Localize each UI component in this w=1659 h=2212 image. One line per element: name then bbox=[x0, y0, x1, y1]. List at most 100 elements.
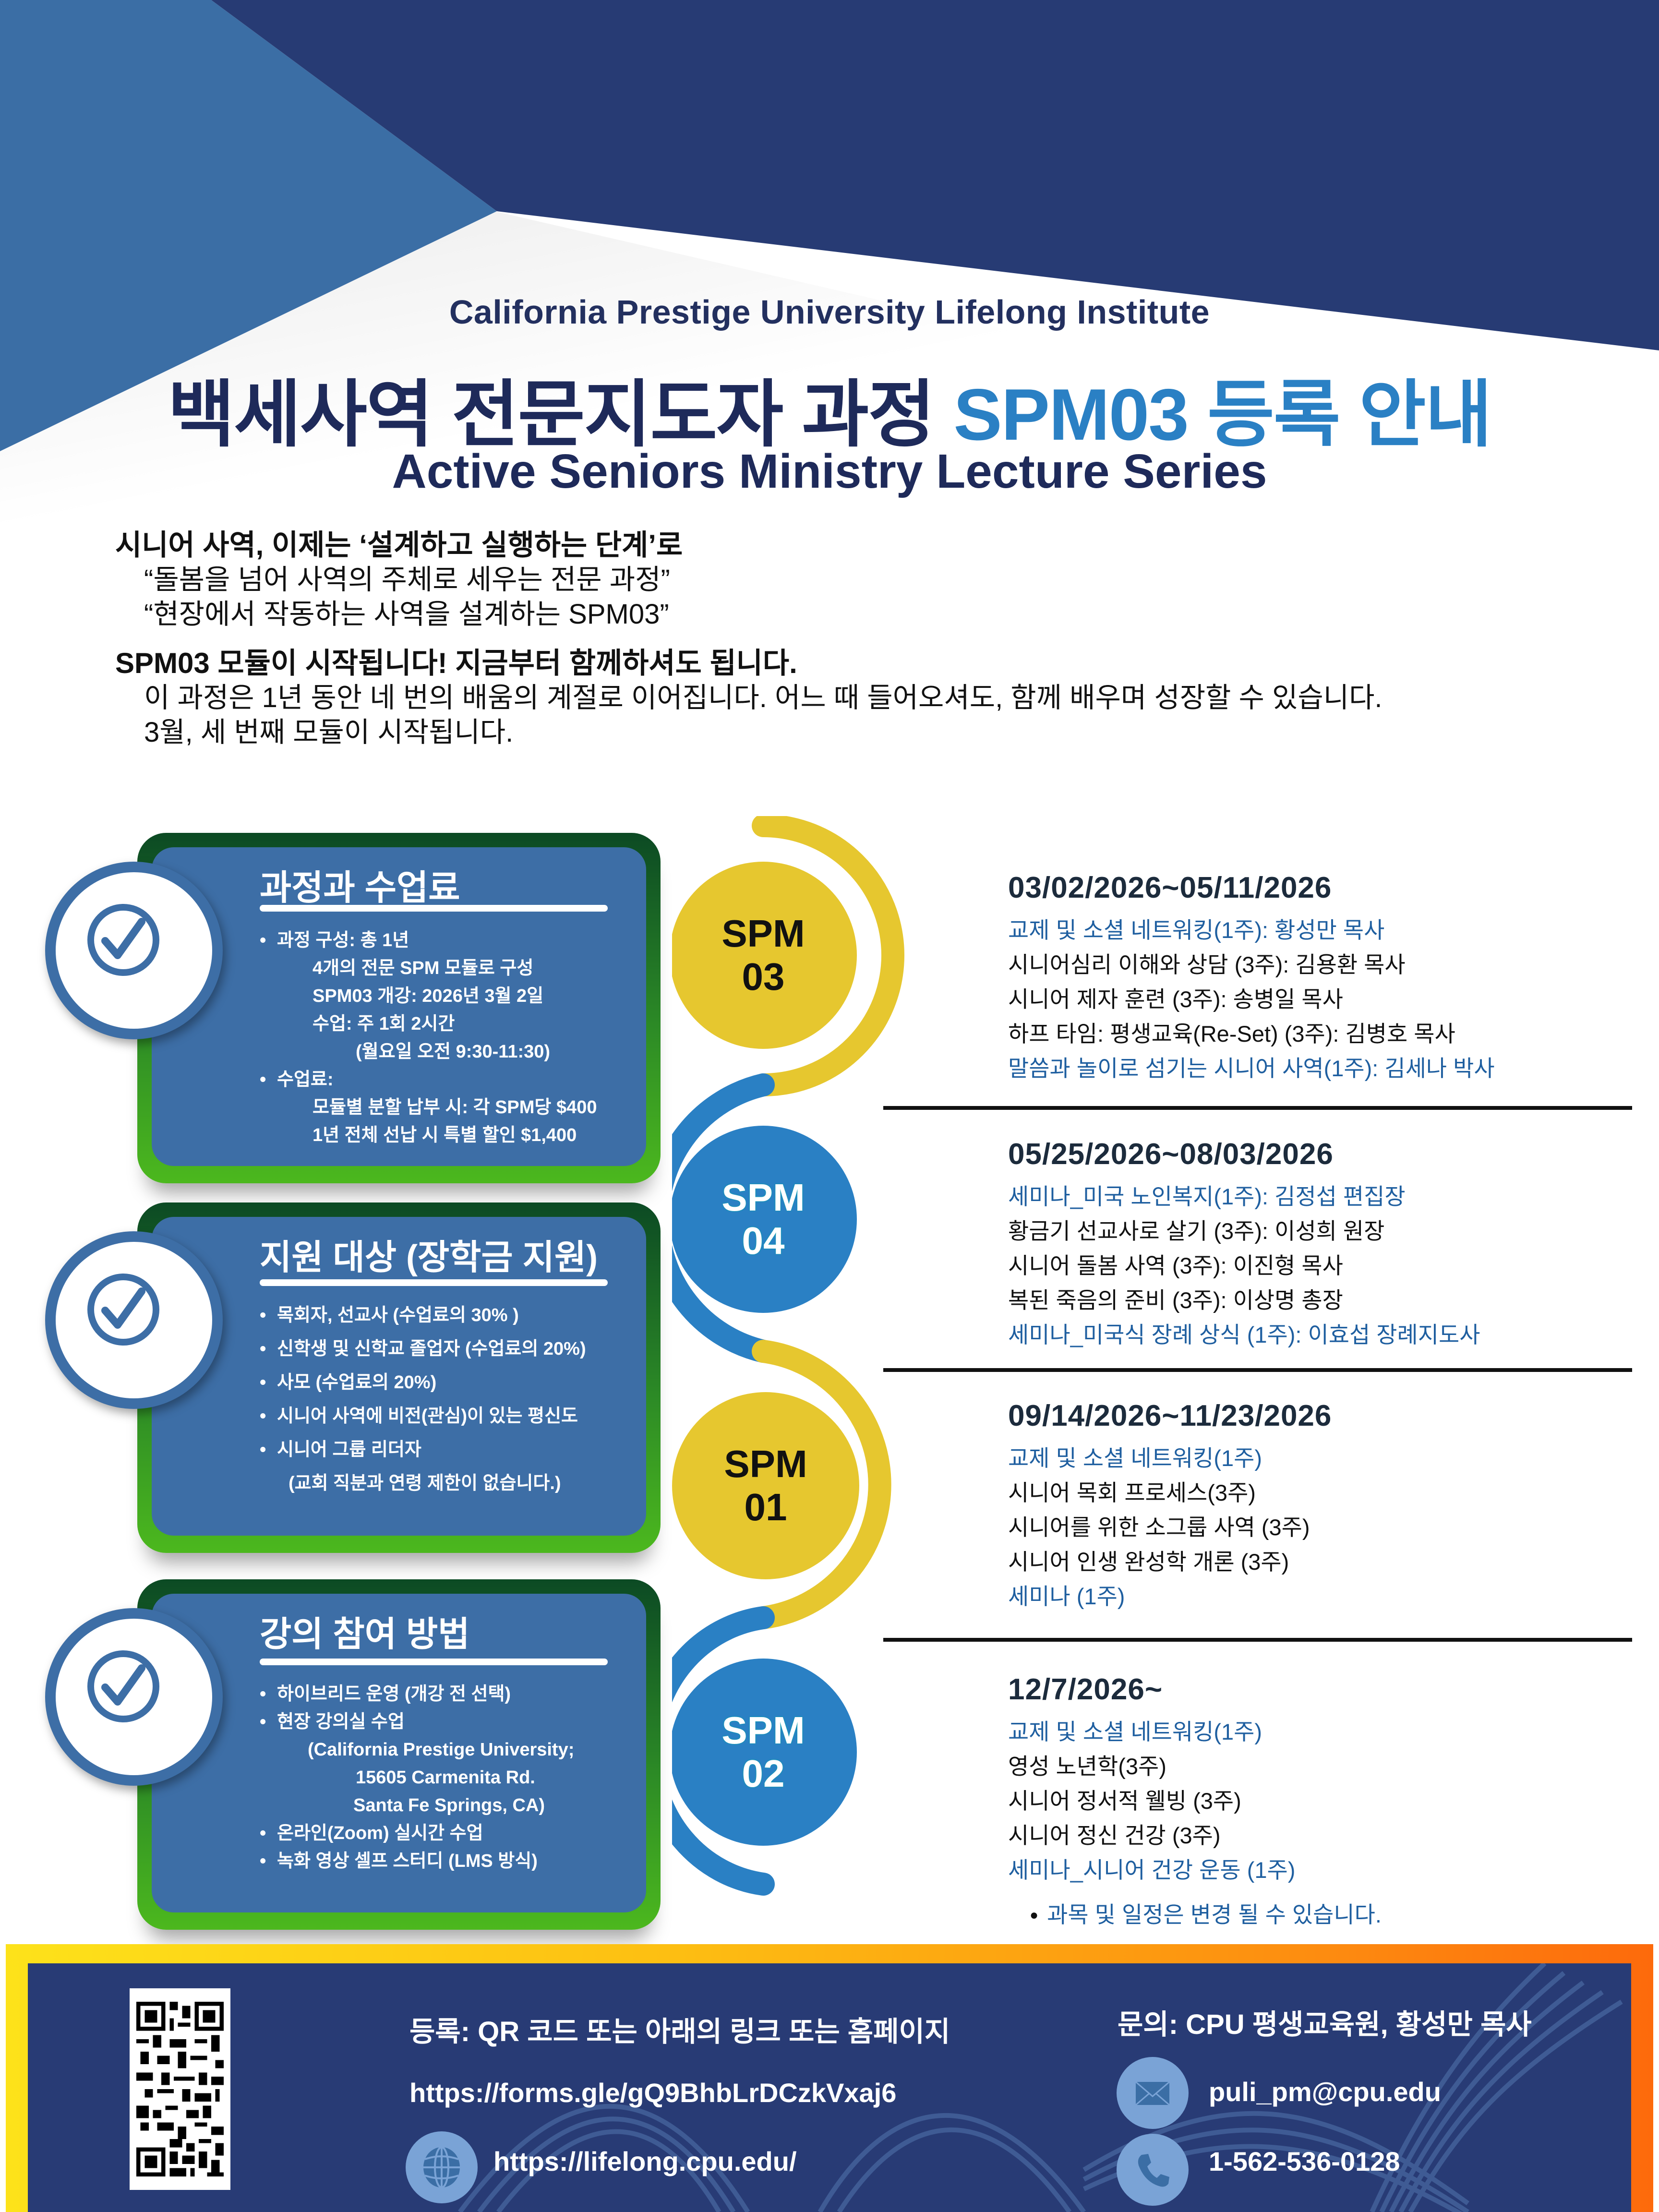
list-item: 시니어 그룹 리더자 bbox=[260, 1433, 641, 1467]
course-item: 말씀과 놀이로 섬기는 시니어 사역(1주): 김세나 박사 bbox=[1008, 1056, 1495, 1081]
title-main: 백세사역 전문지도자 과정 bbox=[168, 374, 954, 456]
contact-email[interactable]: puli_pm@cpu.edu bbox=[1209, 2077, 1441, 2107]
module-schedule-spm03: 03/02/2026~05/11/2026 교제 및 소셜 네트워킹(1주): … bbox=[1008, 869, 1627, 1086]
qr-code-icon bbox=[136, 2002, 224, 2176]
module-schedule-spm02: 12/7/2026~ 교제 및 소셜 네트워킹(1주) 영성 노년학(3주) 시… bbox=[1008, 1671, 1627, 1887]
course-item: 세미나_시니어 건강 운동 (1주) bbox=[1008, 1857, 1296, 1883]
list-item: SPM03 개강: 2026년 3월 2일 bbox=[313, 986, 544, 1006]
inquiry-label: 문의: CPU 평생교육원, 황성만 목사 bbox=[1118, 2009, 1532, 2040]
course-item: 시니어 제자 훈련 (3주): 송병일 목사 bbox=[1008, 986, 1343, 1012]
module-date: 09/14/2026~11/23/2026 bbox=[1008, 1399, 1332, 1432]
intro-quote-2: “현장에서 작동하는 사역을 설계하는 SPM03” bbox=[144, 599, 669, 630]
course-item: 영성 노년학(3주) bbox=[1008, 1754, 1166, 1779]
divider bbox=[260, 1279, 608, 1286]
card-scholarship: 지원 대상 (장학금 지원) 목회자, 선교사 (수업료의 30% ) 신학생 … bbox=[45, 1202, 661, 1553]
card-title: 과정과 수업료 bbox=[260, 869, 460, 907]
course-item: 시니어 정신 건강 (3주) bbox=[1008, 1823, 1221, 1848]
check-circle-icon bbox=[87, 904, 159, 976]
list-item: 목회자, 선교사 (수업료의 30% ) bbox=[260, 1298, 641, 1332]
module-timeline: SPM 03 SPM 04 SPM 01 SPM 02 03/02/2026~0… bbox=[672, 816, 1632, 1944]
list-item: (California Prestige University; bbox=[308, 1740, 575, 1760]
registration-form-link[interactable]: https://forms.gle/gQ9BhbLrDCzkVxaj6 bbox=[409, 2078, 897, 2108]
module-badge-spm03: SPM 03 bbox=[721, 912, 805, 998]
module-date: 05/25/2026~08/03/2026 bbox=[1008, 1138, 1334, 1171]
contact-phone[interactable]: 1-562-536-0128 bbox=[1209, 2146, 1400, 2176]
intro-section: 시니어 사역, 이제는 ‘설계하고 실행하는 단계’로 “돌봄을 넘어 사역의 … bbox=[115, 528, 1555, 750]
course-item: 황금기 선교사로 살기 (3주): 이성희 원장 bbox=[1008, 1218, 1385, 1244]
intro-quote-1: “돌봄을 넘어 사역의 주체로 세우는 전문 과정” bbox=[144, 564, 670, 595]
timeline-rings bbox=[672, 816, 904, 1896]
course-item: 교제 및 소셜 네트워킹(1주) bbox=[1008, 1719, 1262, 1744]
divider bbox=[883, 1638, 1632, 1642]
card-list: 과정 구성: 총 1년 4개의 전문 SPM 모듈로 구성 SPM03 개강: … bbox=[260, 926, 641, 1149]
course-item: 세미나_미국식 장례 상식 (1주): 이효섭 장례지도사 bbox=[1008, 1322, 1480, 1347]
list-item: 현장 강의실 수업 bbox=[260, 1708, 641, 1736]
divider bbox=[883, 1368, 1632, 1372]
phone-icon-badge bbox=[1117, 2134, 1189, 2206]
course-item: 시니어 돌봄 사역 (3주): 이진형 목사 bbox=[1008, 1253, 1343, 1278]
divider bbox=[260, 905, 608, 912]
check-badge bbox=[45, 862, 223, 1039]
divider bbox=[883, 1106, 1632, 1110]
check-badge bbox=[45, 1608, 223, 1786]
course-item: 시니어 인생 완성학 개론 (3주) bbox=[1008, 1549, 1289, 1575]
module-badge-spm04: SPM 04 bbox=[721, 1176, 805, 1262]
homepage-link[interactable]: https://lifelong.cpu.edu/ bbox=[493, 2146, 797, 2176]
mail-icon-badge bbox=[1117, 2057, 1189, 2129]
list-item: 사모 (수업료의 20%) bbox=[260, 1366, 641, 1399]
mail-icon bbox=[1135, 2081, 1170, 2106]
header-background bbox=[0, 0, 1659, 528]
course-item: 복된 죽음의 준비 (3주): 이상명 총장 bbox=[1008, 1287, 1343, 1313]
card-course-fee: 과정과 수업료 과정 구성: 총 1년 4개의 전문 SPM 모듈로 구성 SP… bbox=[45, 833, 661, 1183]
list-item: 15605 Carmenita Rd. bbox=[356, 1767, 535, 1788]
list-item: 수업료: bbox=[260, 1066, 641, 1094]
globe-icon bbox=[423, 2146, 460, 2188]
list-item: 4개의 전문 SPM 모듈로 구성 bbox=[313, 958, 534, 978]
course-item: 시니어 목회 프로세스(3주) bbox=[1008, 1480, 1256, 1505]
list-item: 온라인(Zoom) 실시간 수업 bbox=[260, 1819, 641, 1847]
course-item: 세미나_미국 노인복지(1주): 김정섭 편집장 bbox=[1008, 1184, 1406, 1209]
course-item: 세미나 (1주) bbox=[1008, 1584, 1125, 1609]
list-item: (월요일 오전 9:30-11:30) bbox=[356, 1042, 551, 1062]
module-date: 12/7/2026~ bbox=[1008, 1673, 1163, 1706]
course-item: 시니어 정서적 웰빙 (3주) bbox=[1008, 1788, 1241, 1814]
list-item: 시니어 사역에 비전(관심)이 있는 평신도 bbox=[260, 1399, 641, 1433]
module-date: 03/02/2026~05/11/2026 bbox=[1008, 871, 1332, 904]
list-item: 신학생 및 신학교 졸업자 (수업료의 20%) bbox=[260, 1332, 641, 1366]
title-accent: SPM03 등록 안내 bbox=[953, 374, 1492, 456]
course-item: 교제 및 소셜 네트워킹(1주) bbox=[1008, 1445, 1262, 1471]
card-list: 하이브리드 운영 (개강 전 선택) 현장 강의실 수업 (California… bbox=[260, 1680, 641, 1875]
card-title: 지원 대상 (장학금 지원) bbox=[260, 1238, 598, 1277]
globe-icon-badge bbox=[406, 2131, 478, 2203]
course-item: 교제 및 소셜 네트워킹(1주): 황성만 목사 bbox=[1008, 917, 1385, 943]
phone-icon bbox=[1138, 2154, 1169, 2187]
intro-lead: 시니어 사역, 이제는 ‘설계하고 실행하는 단계’로 bbox=[115, 529, 683, 561]
module-badge-spm02: SPM 02 bbox=[721, 1709, 805, 1795]
register-label: 등록: QR 코드 또는 아래의 링크 또는 홈페이지 bbox=[409, 2016, 950, 2047]
qr-code[interactable] bbox=[130, 1988, 230, 2190]
module-schedule-spm01: 09/14/2026~11/23/2026 교제 및 소셜 네트워킹(1주) 시… bbox=[1008, 1397, 1627, 1614]
page-title: 백세사역 전문지도자 과정 SPM03 등록 안내 bbox=[0, 355, 1659, 461]
institute-name: California Prestige University Lifelong … bbox=[449, 293, 1210, 331]
list-item: (교회 직분과 연령 제한이 없습니다.) bbox=[289, 1473, 561, 1493]
footer-contact: 등록: QR 코드 또는 아래의 링크 또는 홈페이지 https://form… bbox=[6, 1944, 1653, 2212]
module-schedule-spm04: 05/25/2026~08/03/2026 세미나_미국 노인복지(1주): 김… bbox=[1008, 1135, 1627, 1352]
intro-desc-1: 이 과정은 1년 동안 네 번의 배움의 계절로 이어집니다. 어느 때 들어오… bbox=[144, 682, 1382, 713]
card-title: 강의 참여 방법 bbox=[260, 1615, 470, 1654]
course-item: 시니어를 위한 소그룹 사역 (3주) bbox=[1008, 1515, 1310, 1540]
schedule-change-note: 과목 및 일정은 변경 될 수 있습니다. bbox=[1030, 1896, 1382, 1929]
check-circle-icon bbox=[87, 1274, 159, 1346]
page-subtitle: Active Seniors Ministry Lecture Series bbox=[392, 445, 1267, 498]
intro-announce: SPM03 모듈이 시작됩니다! 지금부터 함께하셔도 됩니다. bbox=[115, 647, 797, 679]
list-item: 과정 구성: 총 1년 bbox=[260, 926, 641, 954]
course-item: 시니어심리 이해와 상담 (3주): 김용환 목사 bbox=[1008, 952, 1406, 977]
check-badge bbox=[45, 1231, 223, 1409]
list-item: 수업: 주 1회 2시간 bbox=[313, 1014, 455, 1034]
list-item: 모듈별 분할 납부 시: 각 SPM당 $400 bbox=[313, 1097, 597, 1118]
list-item: Santa Fe Springs, CA) bbox=[353, 1795, 545, 1815]
course-item: 하프 타임: 평생교육(Re-Set) (3주): 김병호 목사 bbox=[1008, 1021, 1455, 1046]
list-item: 하이브리드 운영 (개강 전 선택) bbox=[260, 1680, 641, 1708]
check-circle-icon bbox=[87, 1650, 159, 1722]
module-badge-spm01: SPM 01 bbox=[724, 1443, 807, 1528]
card-list: 목회자, 선교사 (수업료의 30% ) 신학생 및 신학교 졸업자 (수업료의… bbox=[260, 1298, 641, 1500]
